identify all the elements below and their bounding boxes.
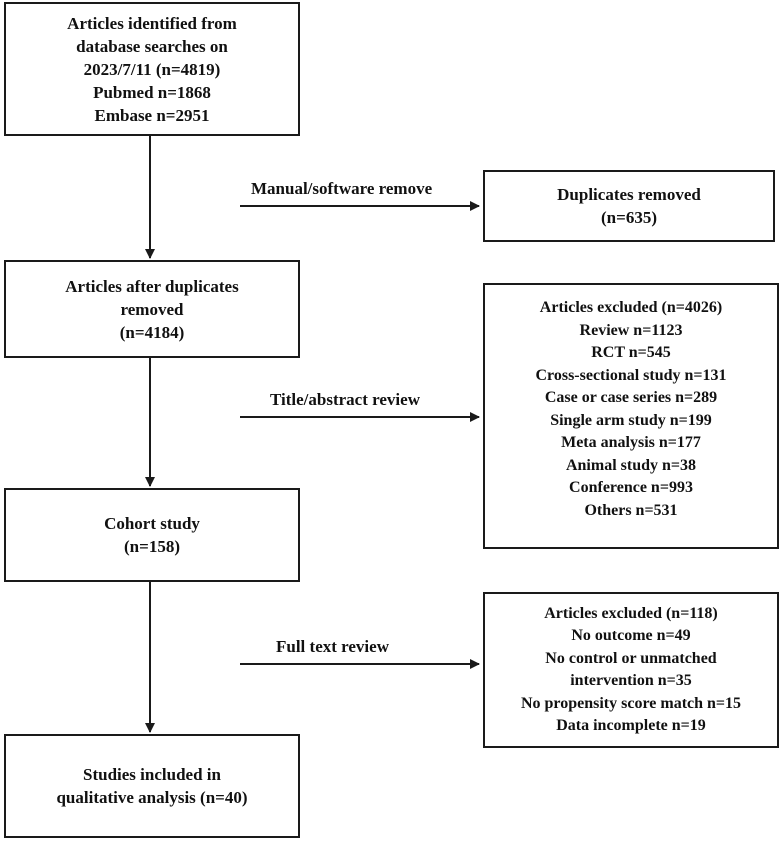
identified-box: Articles identified from database search… (4, 2, 300, 136)
full-text-label: Full text review (276, 637, 389, 656)
excluded-title-line-10: Others n=531 (584, 501, 678, 519)
identified-line-1: Articles identified from (67, 13, 237, 33)
duplicates-removed-line-1: Duplicates removed (557, 185, 701, 204)
excluded-title-line-5: Case or case series n=289 (544, 389, 718, 406)
excluded-title-line-6: Single arm study n=199 (550, 411, 712, 429)
excluded-title-line-3: RCT n=545 (591, 344, 671, 361)
excluded-fulltext-line-2: No outcome n=49 (571, 627, 691, 644)
excluded-title-line-7: Meta analysis n=177 (561, 434, 701, 451)
cohort-line-1: Cohort study (104, 514, 200, 533)
identified-line-4: Pubmed n=1868 (93, 82, 211, 102)
excluded-title-line-4: Cross-sectional study n=131 (535, 366, 727, 384)
after-duplicates-line-2: removed (120, 299, 184, 319)
excluded-fulltext-line-3: No control or unmatched (545, 649, 717, 667)
manual-remove-label: Manual/software remove (251, 179, 433, 198)
after-duplicates-line-1: Articles after duplicates (65, 276, 239, 296)
after-duplicates-line-3: (n=4184) (119, 322, 185, 342)
identified-line-3: 2023/7/11 (n=4819) (83, 59, 221, 79)
title-abstract-label: Title/abstract review (270, 390, 420, 409)
excluded-title-line-2: Review n=1123 (579, 321, 683, 339)
duplicates-removed-box: Duplicates removed (n=635) (483, 170, 775, 242)
duplicates-removed-line-2: (n=635) (601, 208, 657, 227)
excluded-fulltext-box: Articles excluded (n=118) No outcome n=4… (483, 592, 779, 748)
excluded-fulltext-line-5: No propensity score match n=15 (520, 694, 742, 712)
excluded-fulltext-line-4: intervention n=35 (570, 672, 692, 689)
cohort-box: Cohort study (n=158) (4, 488, 300, 582)
cohort-line-2: (n=158) (124, 537, 180, 556)
excluded-fulltext-line-1: Articles excluded (n=118) (544, 604, 718, 622)
excluded-title-box: Articles excluded (n=4026) Review n=1123… (483, 283, 779, 549)
excluded-fulltext-line-6: Data incomplete n=19 (556, 717, 706, 734)
excluded-title-line-9: Conference n=993 (569, 479, 693, 496)
identified-line-2: database searches on (76, 36, 228, 56)
included-box: Studies included in qualitative analysis… (4, 734, 300, 838)
included-line-2: qualitative analysis (n=40) (56, 788, 248, 807)
excluded-title-line-1: Articles excluded (n=4026) (539, 299, 723, 316)
included-line-1: Studies included in (83, 765, 221, 784)
excluded-title-line-8: Animal study n=38 (565, 456, 697, 474)
after-duplicates-box: Articles after duplicates removed (n=418… (4, 260, 300, 358)
identified-line-5: Embase n=2951 (94, 105, 210, 125)
